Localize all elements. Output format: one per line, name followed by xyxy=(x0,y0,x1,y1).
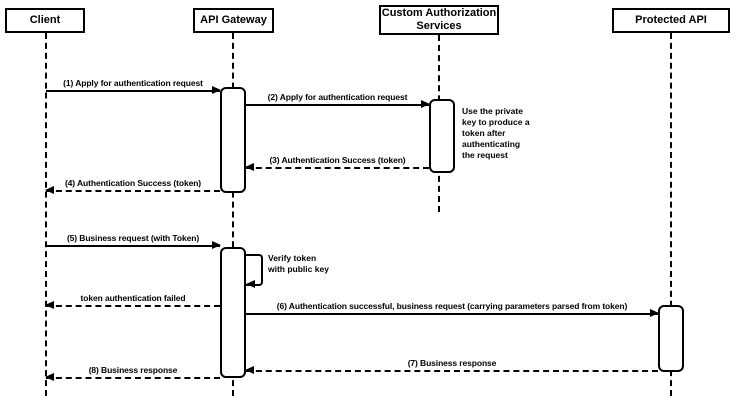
note-verify-token: Verify token with public key xyxy=(268,253,329,274)
arrowhead-right-icon xyxy=(212,86,221,94)
lifeline-client xyxy=(45,33,47,396)
message-label: (2) Apply for authentication request xyxy=(267,92,408,102)
message-line xyxy=(46,190,220,192)
participant-label: Protected API xyxy=(635,14,707,27)
arrowhead-left-icon xyxy=(45,186,54,194)
participant-label: Client xyxy=(29,14,61,27)
message-line xyxy=(46,245,220,247)
arrowhead-right-icon xyxy=(421,100,430,108)
message-line xyxy=(46,305,220,307)
participant-custom-authorization-services: Custom Authorization Services xyxy=(379,5,499,35)
message-line xyxy=(46,90,220,92)
arrowhead-right-icon xyxy=(212,241,221,249)
activation-api-gateway-2 xyxy=(220,247,246,378)
participant-label: API Gateway xyxy=(200,14,267,27)
message-line xyxy=(46,377,220,379)
participant-client: Client xyxy=(5,8,85,33)
message-line xyxy=(246,104,429,106)
message-label: (5) Business request (with Token) xyxy=(66,233,200,243)
arrowhead-left-icon xyxy=(246,280,255,288)
arrowhead-left-icon xyxy=(245,366,254,374)
arrowhead-right-icon xyxy=(650,309,659,317)
arrowhead-left-icon xyxy=(245,163,254,171)
message-label: (6) Authentication successful, business … xyxy=(276,301,628,311)
activation-protected-api xyxy=(658,305,684,372)
message-line xyxy=(246,167,429,169)
message-line xyxy=(246,313,658,315)
activation-api-gateway-1 xyxy=(220,87,246,193)
message-label: token authentication failed xyxy=(80,293,186,303)
arrowhead-left-icon xyxy=(45,301,54,309)
lifeline-protected-api xyxy=(670,33,672,396)
lifeline-api-gateway xyxy=(232,33,234,396)
message-label: (1) Apply for authentication request xyxy=(63,78,203,88)
message-label: (3) Authentication Success (token) xyxy=(269,155,406,165)
participant-protected-api: Protected API xyxy=(612,8,730,33)
activation-custom-auth xyxy=(429,99,455,173)
participant-label: Custom Authorization Services xyxy=(381,7,497,32)
message-label: (7) Business response xyxy=(407,358,497,368)
message-line xyxy=(246,370,658,372)
note-private-key: Use the private key to produce a token a… xyxy=(462,106,530,160)
message-label: (8) Business response xyxy=(88,365,178,375)
message-label: (4) Authentication Success (token) xyxy=(64,178,202,188)
participant-api-gateway: API Gateway xyxy=(193,8,274,33)
arrowhead-left-icon xyxy=(45,373,54,381)
